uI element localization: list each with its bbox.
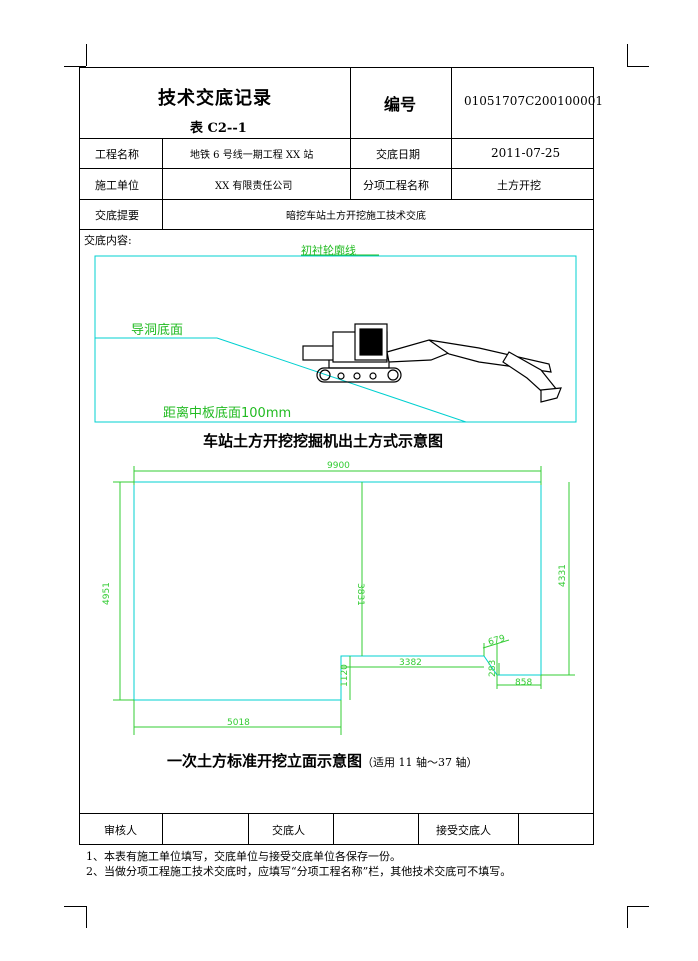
dim-slope-width: 679 <box>487 634 506 648</box>
lining-outline-label: 初衬轮廓线 <box>301 243 356 257</box>
excavator-figure: 初衬轮廓线 导洞底面 距离中板底面100mm <box>94 243 577 423</box>
col-divider <box>451 67 452 199</box>
col-divider <box>248 813 249 845</box>
row-divider <box>79 813 594 814</box>
lining-outline <box>94 255 577 423</box>
dim-step-width: 3382 <box>399 658 422 668</box>
number-label: 编号 <box>384 95 417 114</box>
crop-mark-br <box>627 906 649 907</box>
presenter-label: 交底人 <box>272 824 305 837</box>
dim-mid-height: 3831 <box>355 583 365 606</box>
crop-mark-tl <box>64 66 86 67</box>
figure2-caption: 一次土方标准开挖立面示意图（适用 11 轴～37 轴） <box>167 750 478 771</box>
form-number-code: 表 C2--1 <box>190 121 247 136</box>
record-form <box>79 67 594 845</box>
col-divider <box>518 813 519 845</box>
dim-slope-height: 283 <box>488 660 498 677</box>
crop-mark-br <box>627 906 628 928</box>
crop-mark-tl <box>86 44 87 66</box>
dimension-lines <box>113 466 575 735</box>
col-divider <box>162 138 163 229</box>
summary-label: 交底提要 <box>95 209 139 222</box>
row-divider <box>79 199 594 200</box>
subproject-label: 分项工程名称 <box>363 179 429 192</box>
project-name-value: 地铁 6 号线一期工程 XX 站 <box>190 150 314 161</box>
crop-mark-bl <box>64 906 86 907</box>
dim-step-height: 1120 <box>340 664 350 687</box>
dim-right-base: 858 <box>515 678 532 688</box>
col-divider <box>350 67 351 199</box>
dim-left-height: 4951 <box>102 582 112 605</box>
footnote-1: 1、本表有施工单位填写，交底单位与接受交底单位各保存一份。 <box>86 850 401 863</box>
row-divider <box>79 229 594 230</box>
crop-mark-tr <box>627 44 628 66</box>
form-title: 技术交底记录 <box>158 88 272 109</box>
dim-top-width: 9900 <box>327 461 350 471</box>
construction-unit-label: 施工单位 <box>95 179 139 192</box>
elevation-figure: 9900 4951 3831 4331 3382 1120 5018 679 2… <box>102 461 575 735</box>
col-divider <box>162 813 163 845</box>
footnote-2: 2、当做分项工程施工技术交底时，应填写“分项工程名称”栏，其他技术交底可不填写。 <box>86 865 512 878</box>
reviewer-label: 审核人 <box>104 824 137 837</box>
guide-floor-label: 导洞底面 <box>131 322 183 338</box>
construction-unit-value: XX 有限责任公司 <box>215 181 293 192</box>
figure2-caption-title: 一次土方标准开挖立面示意图 <box>167 752 363 770</box>
excavator-icon <box>302 323 562 403</box>
date-label: 交底日期 <box>376 148 420 161</box>
figure1-caption: 车站土方开挖挖掘机出土方式示意图 <box>203 432 444 450</box>
content-label: 交底内容: <box>84 234 132 247</box>
date-value: 2011-07-25 <box>491 146 561 160</box>
project-name-label: 工程名称 <box>95 148 139 161</box>
dim-right-height: 4331 <box>558 564 568 587</box>
figure2-caption-note: （适用 11 轴～37 轴） <box>362 756 478 769</box>
bottom-distance-label: 距离中板底面100mm <box>163 405 291 421</box>
col-divider <box>418 813 419 845</box>
row-divider <box>79 168 594 169</box>
number-value: 01051707C200100001 <box>464 94 603 108</box>
crop-mark-tr <box>627 66 649 67</box>
col-divider <box>333 813 334 845</box>
summary-value: 暗挖车站土方开挖施工技术交底 <box>286 211 426 222</box>
receiver-label: 接受交底人 <box>436 824 491 837</box>
guide-floor-line <box>95 337 467 423</box>
row-divider <box>79 138 594 139</box>
crop-mark-bl <box>86 906 87 928</box>
dim-bottom-width: 5018 <box>227 718 250 728</box>
subproject-value: 土方开挖 <box>497 179 541 192</box>
